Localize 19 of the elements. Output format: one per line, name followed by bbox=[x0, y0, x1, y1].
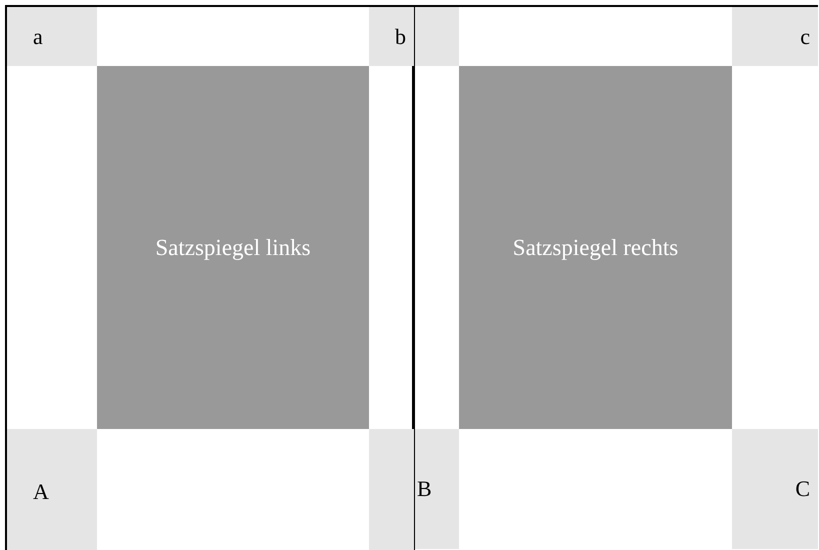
area-label: Satzspiegel links bbox=[155, 234, 311, 260]
margin-corner bbox=[369, 429, 414, 550]
margin-corner bbox=[732, 429, 818, 549]
corner-letter: c bbox=[800, 24, 810, 50]
margin-corner bbox=[7, 429, 97, 550]
corner-letter: B bbox=[417, 476, 432, 502]
corner-letter: A bbox=[33, 478, 49, 504]
text-block-area bbox=[459, 66, 732, 429]
margin-corner bbox=[415, 429, 459, 549]
area-label: Satzspiegel rechts bbox=[512, 234, 678, 260]
margin-corner bbox=[732, 7, 818, 66]
page-area bbox=[5, 5, 415, 550]
margin-corner bbox=[369, 7, 414, 66]
margin-corner bbox=[415, 7, 459, 66]
margin-corner bbox=[7, 7, 97, 66]
corner-letter: b bbox=[395, 24, 406, 50]
corner-letter: C bbox=[795, 476, 810, 502]
text-block-area bbox=[97, 66, 369, 429]
corner-letter: a bbox=[33, 24, 43, 50]
